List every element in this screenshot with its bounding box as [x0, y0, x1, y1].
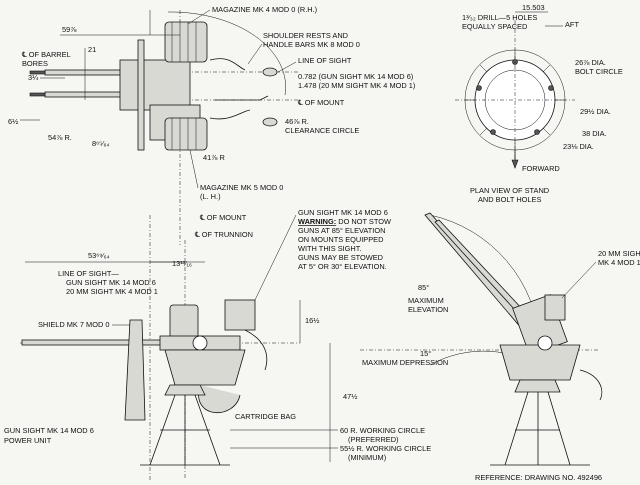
dim-16: 16½ [305, 316, 319, 325]
side-view: ℄ OF MOUNT ℄ OF TRUNNION 53⁶⁹⁄₆₄ 13¹³⁄₁₆… [4, 208, 431, 480]
label-max-depression: MAXIMUM DEPRESSION [362, 358, 448, 367]
warning-line-4: ON MOUNTS EQUIPPED [298, 235, 383, 244]
label-clearance-circle: CLEARANCE CIRCLE [285, 126, 359, 135]
label-drill: 1³⁄₃₂ DRILL—5 HOLES [462, 13, 537, 22]
label-working-circle-55: 55½ R. WORKING CIRCLE [340, 444, 431, 453]
label-max-elevation-2: ELEVATION [408, 305, 448, 314]
handle-bars [209, 58, 251, 120]
shoulder-rest-upper [262, 67, 278, 77]
label-cartridge-bag: CARTRIDGE BAG [235, 412, 296, 421]
label-clearance-radius: 46⅞ R. [285, 117, 309, 126]
side-magazine [169, 304, 199, 340]
dim-54-radius: 54⅞ R. [48, 133, 72, 142]
elevated-carriage [499, 344, 581, 381]
caption-plan-view-2: AND BOLT HOLES [478, 195, 541, 204]
sight-bracket [215, 95, 269, 101]
dim-8: 8⁶⁵⁄₆₄ [92, 139, 109, 148]
label-20mm-sight-1: 20 MM SIGHT [598, 249, 640, 258]
label-side-cl-mount: ℄ OF MOUNT [199, 213, 247, 222]
top-view: MAGAZINE MK 4 MOD 0 (R.H.) SHOULDER REST… [8, 5, 415, 245]
dim-59: 59⅞ [62, 25, 77, 34]
shield-edge-top-view [137, 39, 145, 151]
muzzle-upper [29, 70, 46, 75]
label-20mm-sight-2: MK 4 MOD 1 [598, 258, 640, 267]
label-equally-spaced: EQUALLY SPACED [462, 22, 527, 31]
reference-drawing-number: REFERENCE: DRAWING NO. 492496 [475, 473, 602, 482]
label-dia-29: 29½ DIA. [580, 107, 611, 116]
label-dia-38: 38 DIA. [582, 129, 607, 138]
magazine-lh-drum [164, 117, 208, 151]
label-cl-of-mount-top: ℄ OF MOUNT [297, 98, 345, 107]
side-carriage [164, 349, 246, 386]
side-gun-sight [224, 299, 256, 331]
elevation-view: 20 MM SIGHT MK 4 MOD 1 85° MAXIMUM ELEVA… [360, 212, 640, 466]
label-max-elevation-1: MAXIMUM [408, 296, 444, 305]
label-bolt-circle: BOLT CIRCLE [575, 67, 623, 76]
side-shield [124, 319, 146, 421]
dim-21: 21 [88, 45, 96, 54]
magazine-rh-drum [164, 21, 208, 63]
label-15-deg: 15° [420, 349, 431, 358]
label-side-los-3: 20 MM SIGHT MK 4 MOD 1 [66, 287, 158, 296]
dim-6-half: 6½ [8, 117, 18, 126]
trunnion [192, 335, 208, 351]
warning-line-2: WARNING: DO NOT STOW [298, 217, 391, 226]
warning-line-5: WITH THIS SIGHT. [298, 244, 362, 253]
label-side-los-1: LINE OF SIGHT— [58, 269, 119, 278]
dim-41-radius: 41⅞ R [203, 153, 225, 162]
dim-15-503: 15.503 [522, 3, 545, 12]
label-minimum: (MINIMUM) [348, 453, 386, 462]
muzzle-lower [29, 92, 46, 97]
dim-47: 47½ [343, 392, 357, 401]
elevated-20mm-sight [544, 294, 566, 321]
label-aft: AFT [565, 20, 579, 29]
label-bores: BORES [22, 59, 48, 68]
label-shoulder-rests-2: HANDLE BARS MK 8 MOD 0 [263, 40, 360, 49]
warning-line-3: GUNS AT 85° ELEVATION [298, 226, 385, 235]
receiver-body [119, 59, 191, 111]
warning-gun-sight: GUN SIGHT MK 14 MOD 6 [298, 208, 388, 217]
warning-line-7: AT 5° OR 30° ELEVATION. [298, 262, 387, 271]
clearance-arc [167, 11, 286, 96]
label-cl-barrel: ℄ OF BARREL [21, 50, 71, 59]
label-cl-trunnion: ℄ OF TRUNNION [194, 230, 253, 239]
label-gs-power-1: GUN SIGHT MK 14 MOD 6 [4, 426, 94, 435]
elevated-pedestal-legs [504, 391, 571, 466]
label-magazine-lh-1: MAGAZINE MK 5 MOD 0 [200, 183, 283, 192]
side-barrel [21, 339, 173, 346]
label-85-deg: 85° [418, 283, 429, 292]
label-dia-23: 23⅛ DIA. [563, 142, 594, 151]
label-working-circle-60: 60 R. WORKING CIRCLE [340, 426, 425, 435]
label-bolt-dia: 26⅞ DIA. [575, 58, 606, 67]
label-gs-power-2: POWER UNIT [4, 436, 52, 445]
label-los-20mm-sight: 1.478 (20 MM SIGHT MK 4 MOD 1) [298, 81, 415, 90]
label-forward: FORWARD [522, 164, 560, 173]
plan-view-stand: 1³⁄₃₂ DRILL—5 HOLES EQUALLY SPACED 15.50… [455, 3, 623, 204]
cartridge-bag [198, 384, 241, 414]
caption-plan-view-1: PLAN VIEW OF STAND [470, 186, 549, 195]
label-los-gun-sight: 0.782 (GUN SIGHT MK 14 MOD 6) [298, 72, 413, 81]
label-preferred: (PREFERRED) [348, 435, 399, 444]
warning-line-6: GUNS MAY BE STOWED [298, 253, 383, 262]
label-side-los-2: GUN SIGHT MK 14 MOD 6 [66, 278, 156, 287]
label-shield: SHIELD MK 7 MOD 0 [38, 320, 109, 329]
label-line-of-sight: LINE OF SIGHT [298, 56, 352, 65]
shoulder-rest-lower [262, 117, 278, 127]
label-magazine-rh: MAGAZINE MK 4 MOD 0 (R.H.) [212, 5, 317, 14]
label-shoulder-rests-1: SHOULDER RESTS AND [263, 31, 348, 40]
label-magazine-lh-2: (L. H.) [200, 192, 221, 201]
dim-3-quarter: 3¼ [28, 73, 39, 82]
dim-13: 13¹³⁄₁₆ [172, 259, 192, 268]
dim-53: 53⁶⁹⁄₆₄ [88, 251, 110, 260]
